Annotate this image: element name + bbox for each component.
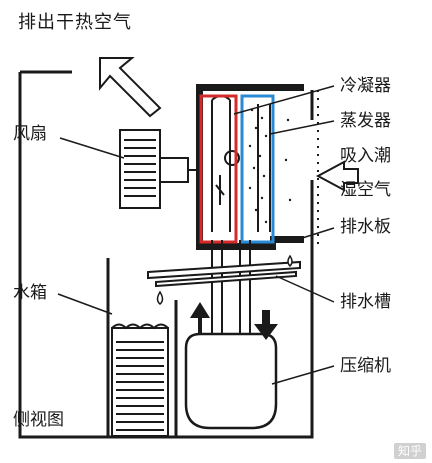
exhaust-arrow [99,57,162,118]
leader-lines [57,85,335,385]
evaporator-fins [248,108,292,224]
compressor-label: 压缩机 [340,356,391,376]
drain-trough [147,260,301,288]
water-tank-label: 水箱 [13,283,47,303]
intake-label-line1: 吸入潮 [340,146,391,166]
evaporator-label: 蒸发器 [340,111,391,131]
intake-label-line2: 湿空气 [340,180,391,200]
droplets [156,254,293,305]
watermark: 知乎 [393,443,426,459]
drain-plate-label: 排水板 [340,217,391,237]
evaporator-tube [257,104,271,232]
drain-trough-label: 排水槽 [340,292,391,312]
up-arrow [190,302,210,334]
fan-label: 风扇 [13,124,47,144]
water-tank [106,258,178,437]
evaporator-highlight-box [240,94,275,244]
fan-block [119,129,198,209]
condenser-highlight-box [199,94,238,244]
compressor-body [184,332,278,430]
refrigerant-tubes [211,240,251,340]
exhaust-label: 排出干热空气 [18,12,132,33]
side-view-label: 侧视图 [13,410,64,430]
condenser-label: 冷凝器 [340,76,391,96]
intake-arrow [315,160,359,192]
down-arrow [254,310,278,340]
